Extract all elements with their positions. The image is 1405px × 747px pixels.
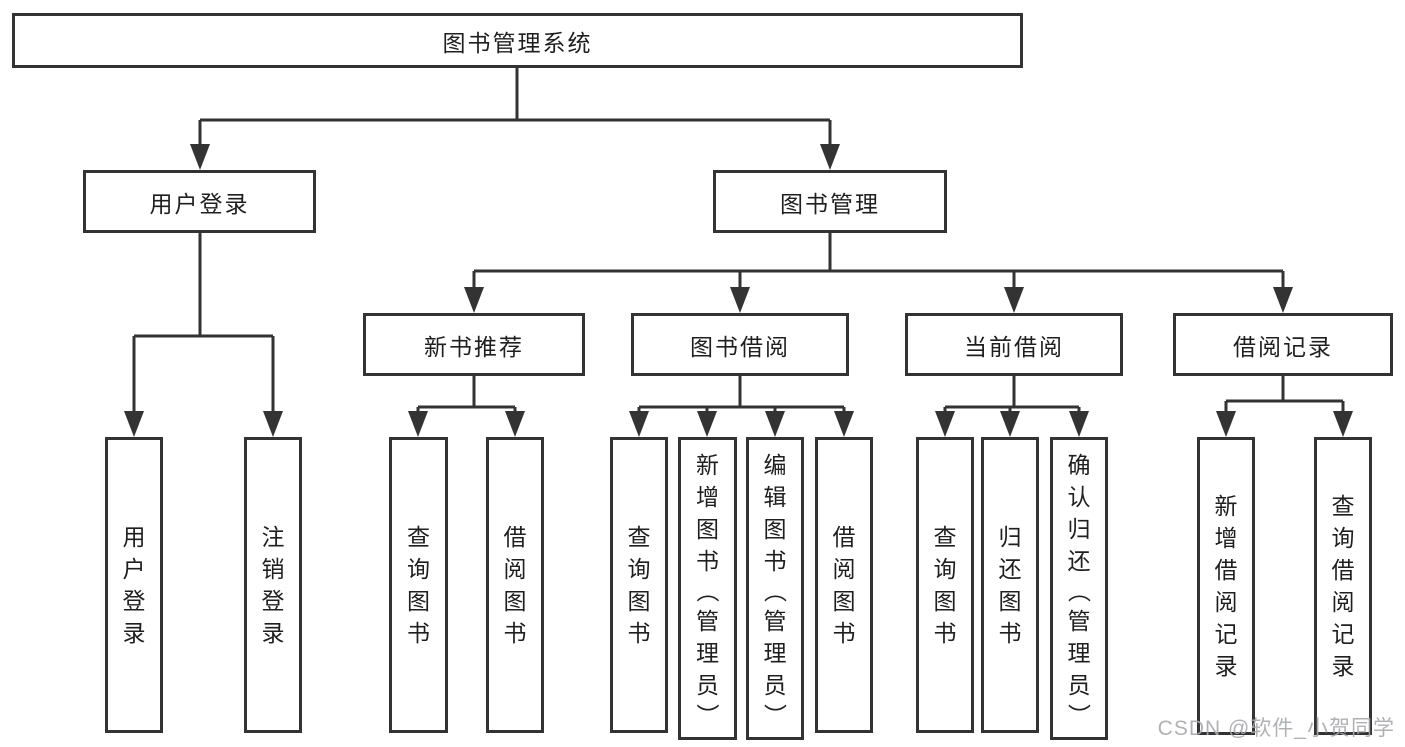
node-new-book-recommend: 新书推荐 <box>363 313 585 376</box>
edge-borrowing-records-children <box>1216 376 1353 437</box>
edge-user-login-children <box>124 233 283 437</box>
edge-book-mgmt-to-level3 <box>464 233 1293 313</box>
leaf-borrowing-edit-book-admin: 编辑图书（管理员） <box>746 437 804 740</box>
watermark: CSDN @软件_小贺同学 <box>1157 717 1395 740</box>
leaf-records-query-borrow-record: 查询借阅记录 <box>1314 437 1372 735</box>
node-label: 图书借阅 <box>690 333 790 360</box>
node-label: 图书管理 <box>780 190 880 217</box>
node-book-management: 图书管理 <box>713 170 947 233</box>
leaf-borrowing-add-book-admin: 新增图书（管理员） <box>678 437 737 740</box>
node-label: 新增借阅记录 <box>1214 493 1238 679</box>
node-label: 新增图书（管理员） <box>694 451 721 727</box>
node-label: 归还图书 <box>998 524 1022 646</box>
node-user-login: 用户登录 <box>83 170 316 233</box>
node-label: 注销登录 <box>261 524 285 646</box>
leaf-current-query-book: 查询图书 <box>916 437 974 733</box>
node-label: 用户登录 <box>122 524 146 646</box>
leaf-current-confirm-return-admin: 确认归还（管理员） <box>1050 437 1108 740</box>
node-label: 借阅图书 <box>832 524 856 646</box>
node-label: 借阅记录 <box>1233 333 1333 360</box>
node-label: 编辑图书（管理员） <box>762 451 788 727</box>
edge-new-book-recommend-children <box>408 376 525 437</box>
node-current-borrowing: 当前借阅 <box>905 313 1123 376</box>
node-label: 图书管理系统 <box>442 29 593 56</box>
leaf-borrowing-borrow-book: 借阅图书 <box>815 437 873 733</box>
edge-current-borrowing-children <box>935 376 1089 437</box>
node-label: 查询图书 <box>933 524 957 646</box>
node-label: 当前借阅 <box>964 333 1064 360</box>
leaf-current-return-book: 归还图书 <box>981 437 1039 733</box>
edge-root-to-level2 <box>190 68 840 170</box>
leaf-borrowing-query-book: 查询图书 <box>610 437 668 733</box>
node-borrowing-records: 借阅记录 <box>1173 313 1393 376</box>
leaf-user-login: 用户登录 <box>105 437 163 733</box>
edge-book-borrowing-children <box>629 376 854 437</box>
leaf-logout: 注销登录 <box>244 437 302 733</box>
leaf-recommend-query-book: 查询图书 <box>389 437 448 733</box>
node-label: 借阅图书 <box>503 524 527 646</box>
node-library-system: 图书管理系统 <box>12 13 1023 68</box>
node-label: 新书推荐 <box>424 333 524 360</box>
leaf-recommend-borrow-book: 借阅图书 <box>486 437 544 733</box>
node-book-borrowing: 图书借阅 <box>631 313 849 376</box>
node-label: 用户登录 <box>149 190 250 217</box>
node-label: 查询图书 <box>627 524 651 646</box>
node-label: 查询借阅记录 <box>1331 493 1355 679</box>
node-label: 确认归还（管理员） <box>1066 451 1092 727</box>
node-label: 查询图书 <box>407 524 430 646</box>
leaf-records-add-borrow-record: 新增借阅记录 <box>1197 437 1255 735</box>
